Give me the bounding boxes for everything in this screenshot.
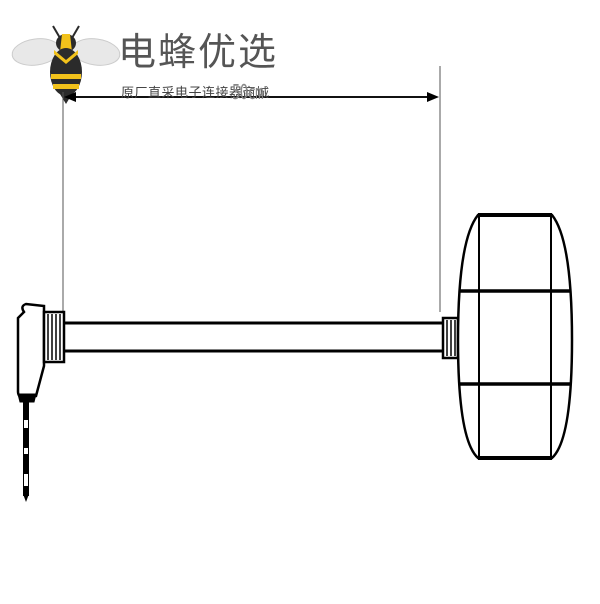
threaded-coupler bbox=[441, 316, 460, 360]
dimension-line bbox=[64, 92, 439, 102]
dimension-label: 50cm bbox=[232, 80, 264, 104]
antenna-puck bbox=[456, 213, 574, 460]
brand-logo: 电蜂优选 原厂直采电子连接器商城 bbox=[118, 30, 279, 101]
brand-subtitle: 原厂直采电子连接器商城 bbox=[121, 86, 270, 101]
right-angle-plug bbox=[16, 302, 66, 502]
bee-icon bbox=[11, 25, 121, 104]
brand-title: 电蜂优选 bbox=[118, 30, 279, 74]
cable bbox=[64, 321, 446, 353]
